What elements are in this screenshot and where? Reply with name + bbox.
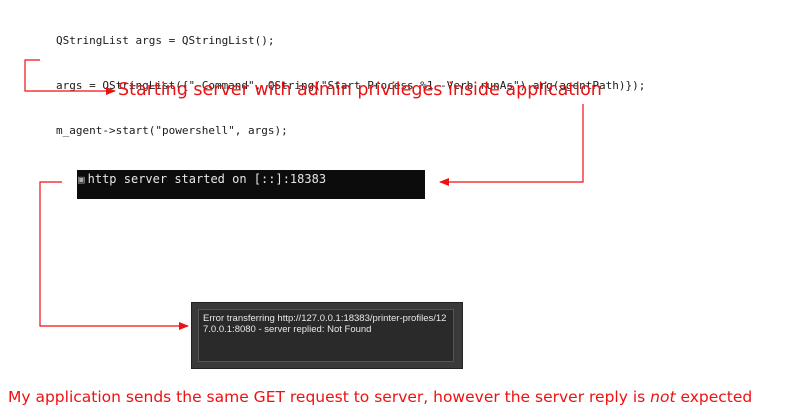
console-prompt-icon: ▣ — [78, 173, 85, 186]
arrow-code-to-label — [24, 59, 116, 95]
annotation-admin-start: Starting server with admin privileges in… — [118, 80, 602, 100]
console-window: ▣http server started on [::]:18383 — [77, 170, 425, 199]
code-line-2: args = QStringList({"-Command", QString(… — [56, 79, 646, 92]
error-message: Error transferring http://127.0.0.1:1838… — [198, 309, 454, 362]
code-snippet: QStringList args = QStringList(); args =… — [56, 3, 645, 153]
code-line-3: m_agent->start("powershell", args); — [56, 124, 288, 137]
annotation-unexpected-reply: My application sends the same GET reques… — [8, 388, 752, 406]
arrow-label-to-console — [439, 104, 584, 186]
annotation-bottom-tail: expected — [675, 388, 753, 406]
annotation-bottom-text: My application sends the same GET reques… — [8, 388, 651, 406]
arrow-console-to-dialog — [39, 181, 189, 330]
code-line-1: QStringList args = QStringList(); — [56, 34, 275, 47]
annotation-bottom-emphasis: not — [650, 388, 676, 406]
error-dialog: Error transferring http://127.0.0.1:1838… — [191, 302, 463, 369]
console-output: http server started on [::]:18383 — [87, 172, 327, 186]
